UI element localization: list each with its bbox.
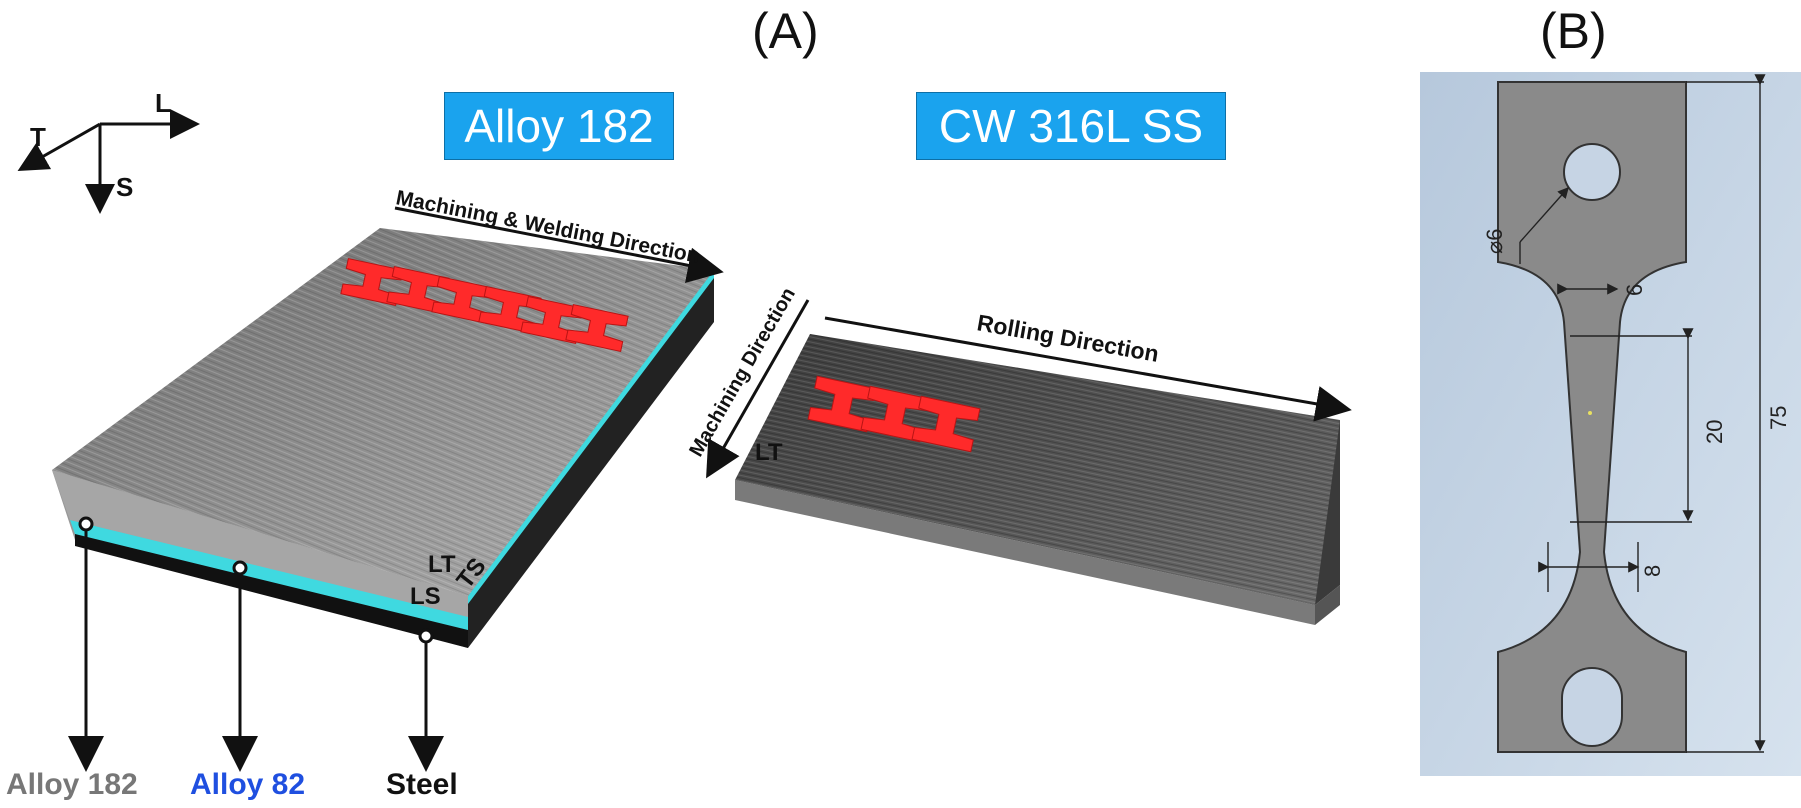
legend-steel-text: Steel [386, 768, 458, 801]
bottom-hole [1561, 667, 1623, 747]
dim-total-length: 75 [1766, 406, 1791, 430]
legend-alloy-82-text: Alloy 82 [190, 768, 306, 801]
layer-leaders [68, 516, 444, 772]
legend-alloy-182: Alloy 182 [6, 770, 138, 800]
legend-alloy-182-text: Alloy 182 [6, 768, 138, 801]
legend-alloy-82: Alloy 82 [190, 770, 305, 800]
specimen-group-left [340, 257, 629, 353]
specimen-drawing: ⌀6 6 20 75 8 [1420, 72, 1801, 776]
legend-steel: Steel [386, 770, 458, 800]
orientation-ls: LS [410, 583, 441, 610]
orientation-lt: LT [428, 551, 456, 578]
specimen-group-right [807, 375, 981, 453]
top-hole [1563, 143, 1621, 201]
machining-welding-arrow [394, 206, 724, 284]
dim-hole-diameter: ⌀6 [1482, 229, 1507, 254]
axis-t-label: T [30, 122, 46, 152]
dim-gauge-length: 20 [1702, 420, 1727, 444]
orientation-lt-right: LT [755, 439, 783, 466]
rolling-direction-label: Rolling Direction [975, 309, 1161, 367]
dim-neck-width: 6 [1622, 284, 1647, 296]
axis-l-label: L [155, 88, 171, 118]
machining-direction-arrow [706, 299, 810, 479]
coordinate-axes-icon [17, 109, 200, 214]
panel-label-b: (B) [1540, 3, 1607, 59]
material-tag-alloy-182: Alloy 182 [444, 92, 674, 160]
panel-label-a: (A) [752, 3, 819, 59]
rolling-direction-arrow [824, 316, 1352, 422]
material-tag-cw-316l-ss: CW 316L SS [916, 92, 1226, 160]
axis-s-label: S [116, 172, 134, 202]
dim-gauge-width: 8 [1640, 565, 1665, 577]
